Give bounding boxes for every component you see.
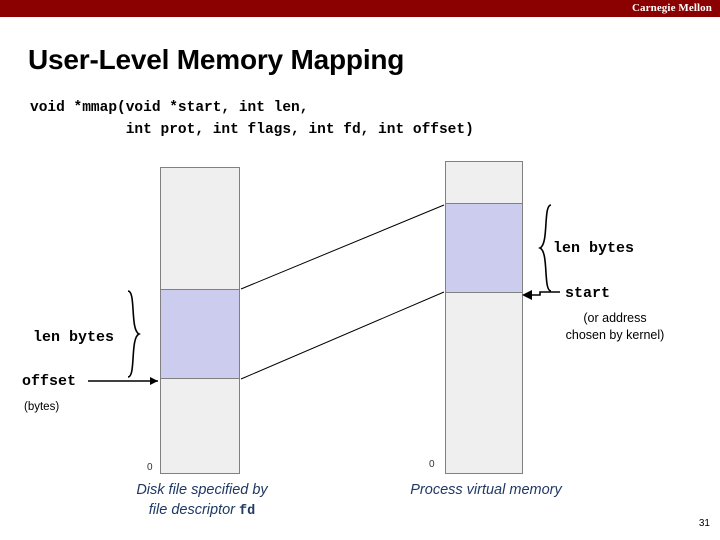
disk-len-bytes-label: len bytes — [33, 329, 115, 346]
disk-mapped-region — [160, 289, 240, 379]
disk-zero-label: 0 — [147, 462, 153, 473]
disk-caption: Disk file specified by file descriptor f… — [90, 480, 314, 522]
memory-caption: Process virtual memory — [410, 482, 562, 498]
top-banner — [0, 0, 720, 17]
page-title: User-Level Memory Mapping — [28, 44, 405, 75]
address-note: (or address chosen by kernel) — [540, 310, 690, 344]
code-signature-line-2: int prot, int flags, int fd, int offset) — [30, 122, 474, 138]
disk-caption-line-2: file descriptor fd — [90, 500, 314, 522]
brand-label: Carnegie Mellon — [631, 2, 712, 14]
disk-caption-line-2-text: file descriptor — [148, 502, 240, 518]
address-note-line-1: (or address — [583, 311, 647, 325]
start-label: start — [565, 285, 611, 302]
address-note-line-2: chosen by kernel) — [565, 328, 665, 342]
disk-caption-line-1: Disk file specified by — [136, 482, 268, 498]
page-number: 31 — [698, 518, 710, 529]
memory-len-bytes-label: len bytes — [553, 240, 635, 257]
memory-mapped-region — [445, 203, 523, 293]
memory-zero-label: 0 — [429, 459, 435, 470]
disk-caption-fd: fd — [239, 504, 256, 519]
code-signature-line-1: void *mmap(void *start, int len, — [30, 100, 309, 116]
bytes-note: (bytes) — [24, 401, 60, 413]
offset-label: offset — [22, 373, 77, 390]
